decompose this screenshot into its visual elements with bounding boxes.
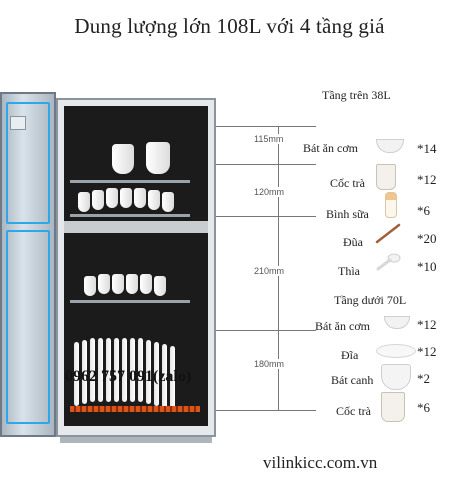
- phone-number: 0962 757 091(zalo): [65, 368, 192, 385]
- item-label: Bát canh: [331, 373, 374, 387]
- item-count: *6: [417, 203, 430, 218]
- cabinet-base: [60, 437, 212, 443]
- heating-element: [70, 406, 200, 412]
- dimension-label: 180mm: [254, 359, 285, 369]
- item-label: Cốc trà: [330, 176, 365, 190]
- rice-bowls-top: [78, 186, 188, 214]
- item-count: *12: [417, 344, 437, 359]
- item-label: Thìa: [338, 264, 360, 278]
- page-title: Dung lượng lớn 108L với 4 tầng giá: [74, 14, 385, 38]
- top-section-header: Tầng trên 38L: [322, 88, 391, 102]
- dimension-tick: [216, 164, 316, 165]
- item-label: Đĩa: [341, 348, 359, 362]
- item-count: *12: [417, 172, 437, 187]
- item-label: Bình sữa: [326, 207, 369, 221]
- top-rack-1: [70, 180, 190, 183]
- item-count: *12: [417, 317, 437, 332]
- item-label: Đũa: [343, 235, 363, 249]
- dimension-label: 115mm: [254, 134, 284, 144]
- plates: [74, 338, 184, 410]
- item-count: *20: [417, 231, 437, 246]
- tea-cups: [112, 140, 182, 180]
- item-label: Cốc trà: [336, 404, 371, 418]
- dimension-tick: [216, 216, 316, 217]
- item-count: *14: [417, 141, 437, 156]
- chopsticks-icon: [375, 223, 401, 244]
- tea-cup-icon: [376, 164, 396, 190]
- cabinet-interior: [64, 106, 208, 426]
- top-rack-2: [70, 214, 190, 217]
- item-count: *6: [417, 400, 430, 415]
- cabinet-divider: [64, 221, 208, 233]
- cabinet-door: [0, 92, 56, 437]
- item-label: Bát ăn cơm: [303, 141, 358, 155]
- dimension-tick: [216, 330, 316, 331]
- bottom-rack-1: [70, 300, 190, 303]
- baby-bottle-icon: [385, 192, 397, 218]
- spoon-icon: [376, 253, 401, 271]
- soup-bowl-icon: [381, 364, 411, 390]
- dimension-tick: [216, 410, 316, 411]
- item-label: Bát ăn cơm: [315, 319, 370, 333]
- dimension-label: 210mm: [254, 266, 285, 276]
- tea-cup-icon: [381, 392, 405, 422]
- rice-bowl-icon: [384, 316, 410, 329]
- rice-bowls-bottom: [84, 272, 184, 300]
- rice-bowl-icon: [376, 139, 404, 153]
- plate-icon: [376, 344, 416, 358]
- bottom-section-header: Tầng dưới 70L: [334, 293, 407, 307]
- dimension-label: 120mm: [254, 187, 285, 197]
- item-count: *10: [417, 259, 437, 274]
- dimension-tick: [216, 126, 316, 127]
- item-count: *2: [417, 371, 430, 386]
- website-watermark: vilinkicc.com.vn: [263, 453, 378, 472]
